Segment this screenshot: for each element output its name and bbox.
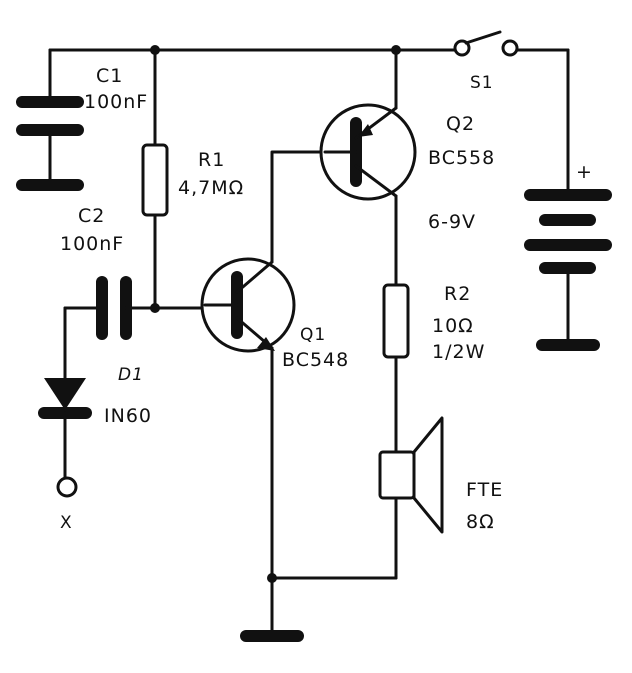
battery-polarity: +: [576, 161, 593, 183]
junction-dot: [150, 45, 160, 55]
junction-dot: [150, 303, 160, 313]
junction-dot: [391, 45, 401, 55]
q1-part: BC548: [282, 349, 349, 371]
c2-value: 100nF: [60, 233, 124, 255]
r1-ref: R1: [198, 149, 225, 171]
q1-ref: Q1: [300, 325, 326, 345]
input-label: X: [60, 513, 73, 533]
input-terminal: [56, 476, 78, 498]
capacitor-c1: [16, 48, 84, 191]
r2-ref: R2: [444, 283, 471, 305]
battery-voltage: 6-9V: [428, 211, 476, 233]
switch-s1: [453, 30, 519, 57]
c2-ref: C2: [78, 205, 105, 227]
d1-part: IN60: [104, 405, 152, 427]
c1-value: 100nF: [84, 91, 148, 113]
resistor-r1: [141, 48, 169, 310]
speaker: [378, 416, 444, 580]
q2-ref: Q2: [446, 113, 475, 135]
capacitor-c2: [63, 276, 207, 340]
q2-part: BC558: [428, 147, 495, 169]
r2-value: 10Ω: [432, 315, 474, 337]
battery: [524, 189, 612, 351]
top-rail: [48, 48, 570, 197]
d1-ref: D1: [118, 365, 144, 385]
c1-ref: C1: [96, 65, 123, 87]
ground: [240, 576, 398, 642]
s1-ref: S1: [470, 73, 494, 93]
diode-d1: [38, 306, 92, 480]
junction-dot: [267, 573, 277, 583]
transistor-q1: [200, 257, 296, 353]
r1-value: 4,7MΩ: [178, 177, 244, 199]
speaker-impedance: 8Ω: [466, 511, 495, 533]
resistor-r2: [382, 283, 410, 454]
transistor-q2: [319, 103, 417, 201]
speaker-ref: FTE: [466, 479, 503, 501]
r2-rating: 1/2W: [432, 341, 485, 363]
